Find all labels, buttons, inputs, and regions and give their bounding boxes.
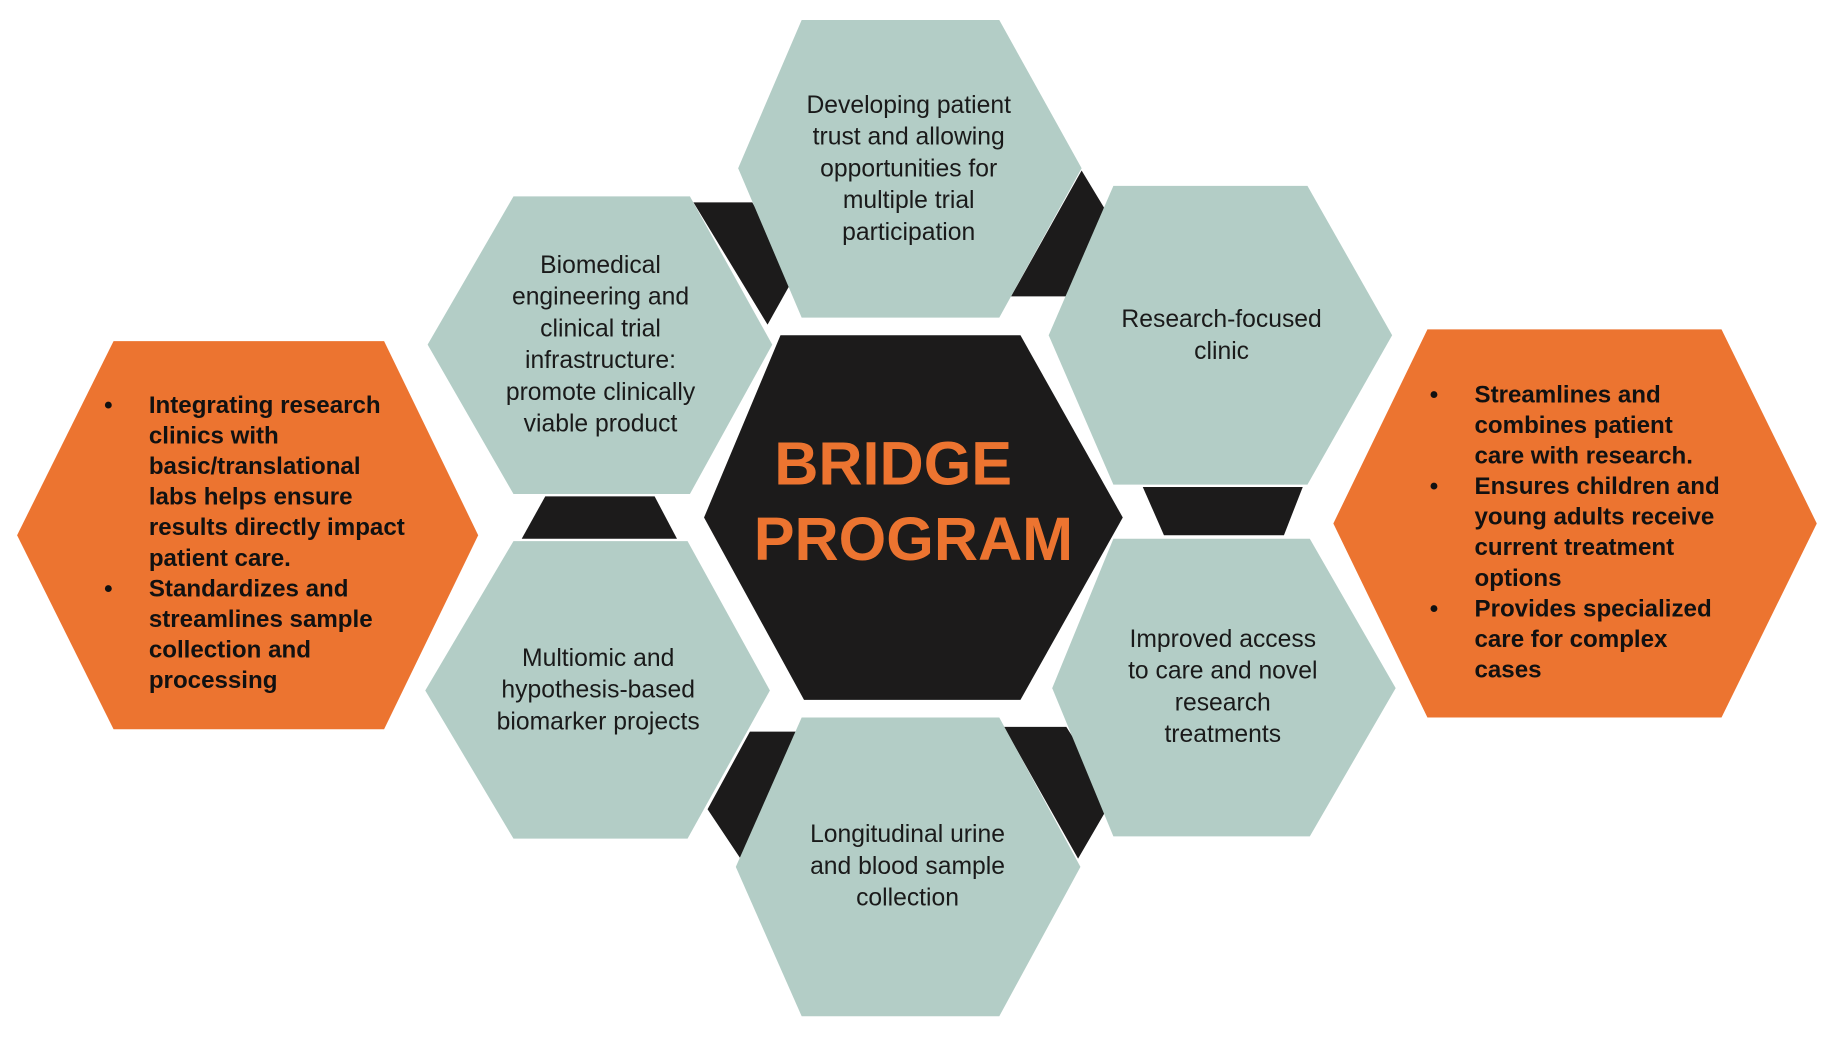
connector-research-access xyxy=(1142,486,1303,536)
bullet-icon: • xyxy=(1430,473,1438,500)
bullet-line: Provides specialized xyxy=(1474,595,1711,622)
bullet-line: processing xyxy=(149,667,278,694)
left-panel-text: Integrating research clinics with basic/tr… xyxy=(149,392,405,694)
connector-top-research xyxy=(1011,170,1113,297)
bullet-line: Ensures children and xyxy=(1474,473,1719,500)
label-line: multiple trial xyxy=(843,187,975,214)
bullet-icon: • xyxy=(1430,595,1438,622)
label-line: opportunities for xyxy=(820,155,997,182)
bullet-line: clinics with xyxy=(149,422,279,449)
bullet-line: options xyxy=(1474,565,1561,592)
title-line: BRIDGE xyxy=(774,430,1012,498)
label-line: collection xyxy=(856,885,959,912)
hex-multiomic xyxy=(425,541,770,839)
label-line: research xyxy=(1175,689,1271,716)
bullet-line: care with research. xyxy=(1474,442,1692,469)
bullet-line: streamlines sample xyxy=(149,606,373,633)
hex-right-orange xyxy=(1333,329,1817,718)
hex-label-top: Developing patient trust and allowing oppo… xyxy=(806,92,1011,246)
hex-left-orange xyxy=(17,341,479,730)
bullet-line: Streamlines and xyxy=(1474,381,1660,408)
bullet-line: combines patient xyxy=(1474,412,1672,439)
label-line: clinic xyxy=(1194,338,1249,365)
hex-longitudinal xyxy=(735,717,1081,1017)
bullet-line: current treatment xyxy=(1474,534,1674,561)
label-line: infrastructure: xyxy=(525,347,676,374)
bullet-line: Integrating research xyxy=(149,392,381,419)
hex-center xyxy=(704,335,1123,700)
label-line: engineering and xyxy=(512,284,689,311)
bullet-icon: • xyxy=(104,575,112,602)
bullet-line: Standardizes and xyxy=(149,575,349,602)
label-line: trust and allowing xyxy=(813,124,1005,151)
label-line: to care and novel xyxy=(1128,658,1317,685)
bullet-line: results directly impact xyxy=(149,514,405,541)
label-line: and blood sample xyxy=(810,853,1005,880)
hex-access xyxy=(1052,538,1396,837)
label-line: clinical trial xyxy=(540,315,661,342)
bullet-icon: • xyxy=(104,392,112,419)
label-line: promote clinically xyxy=(506,379,696,406)
label-line: Biomedical xyxy=(540,252,661,279)
bullet-line: care for complex xyxy=(1474,626,1668,653)
bullet-line: labs helps ensure xyxy=(149,484,353,511)
bullet-line: basic/translational xyxy=(149,453,361,480)
label-line: Research-focused xyxy=(1121,306,1321,333)
bullet-line: collection and xyxy=(149,637,311,664)
bullet-line: patient care. xyxy=(149,545,291,572)
hex-research xyxy=(1048,185,1393,485)
label-line: Developing patient xyxy=(806,92,1011,119)
connector-biomedical-multiomic xyxy=(521,496,677,539)
label-line: treatments xyxy=(1164,721,1281,748)
bullet-line: cases xyxy=(1474,657,1541,684)
label-line: Longitudinal urine xyxy=(810,821,1005,848)
label-line: participation xyxy=(842,219,975,246)
hex-label-research: Research-focused clinic xyxy=(1121,306,1321,365)
label-line: Improved access xyxy=(1129,626,1316,653)
hex-label-multiomic: Multiomic and hypothesis-based biomarker p… xyxy=(497,645,700,736)
hex-label-longitudinal: Longitudinal urine and blood sample collec… xyxy=(810,821,1005,912)
label-line: biomarker projects xyxy=(497,708,700,735)
hex-label-biomedical: Biomedical engineering and clinical trial i… xyxy=(506,252,696,438)
hex-top xyxy=(738,19,1082,318)
bullet-icon: • xyxy=(1430,381,1438,408)
center-title: BRIDGE PROGRAM xyxy=(754,430,1073,573)
hex-biomedical xyxy=(427,196,773,495)
label-line: viable product xyxy=(524,411,678,438)
title-line: PROGRAM xyxy=(754,505,1073,573)
bullet-line: young adults receive xyxy=(1474,504,1714,531)
right-panel-text: Streamlines and combines patient care with… xyxy=(1474,381,1719,683)
label-line: Multiomic and xyxy=(522,645,674,672)
label-line: hypothesis-based xyxy=(501,677,695,704)
hex-label-access: Improved access to care and novel research… xyxy=(1128,626,1317,748)
